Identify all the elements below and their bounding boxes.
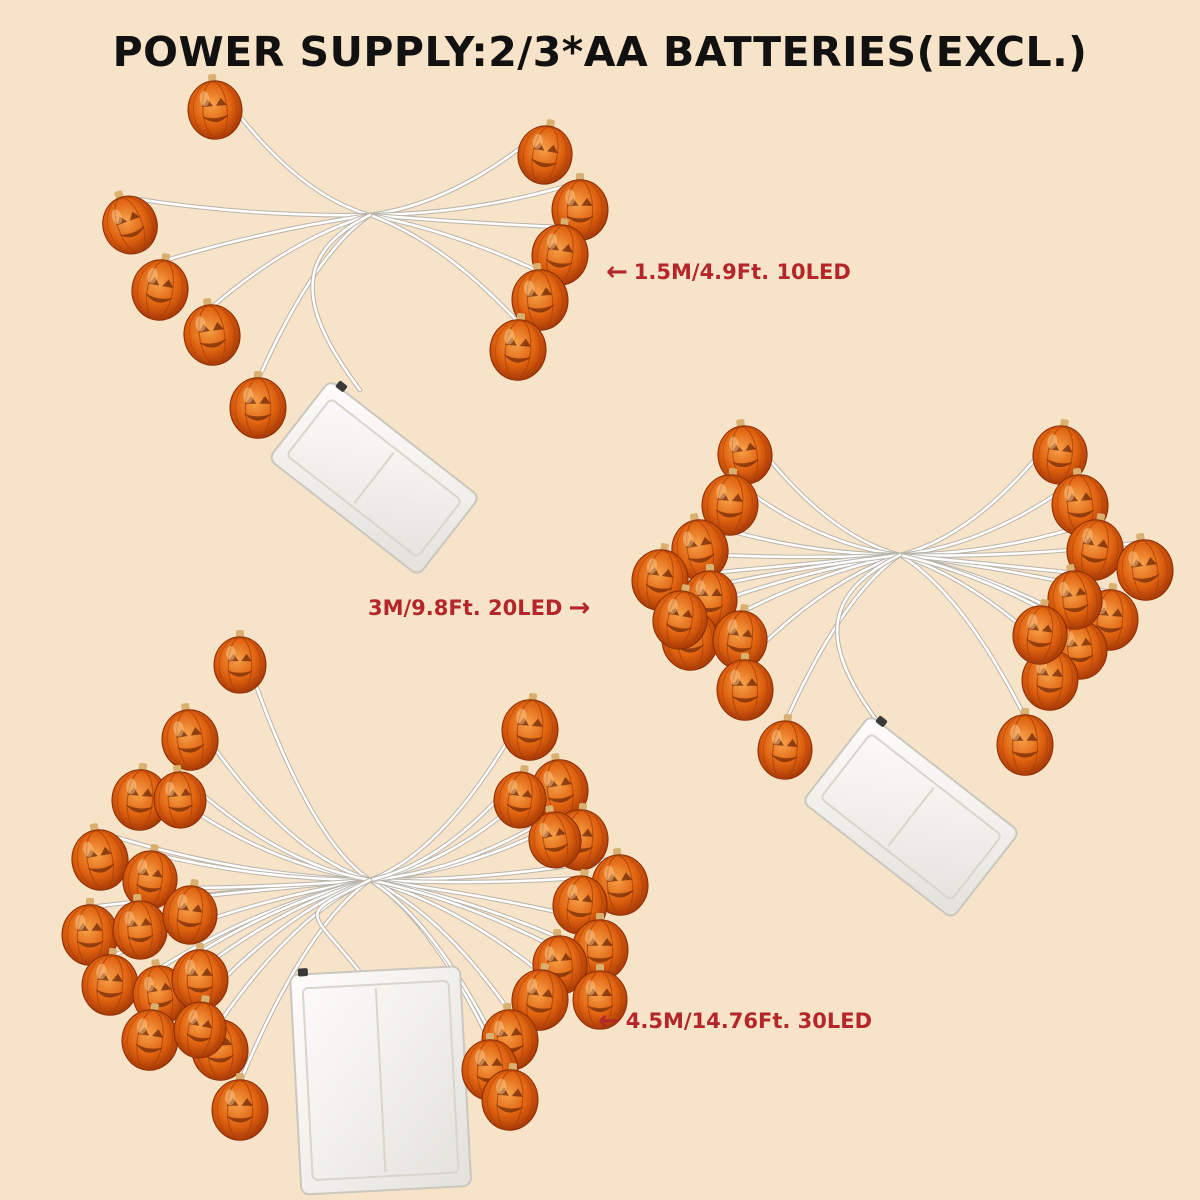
- battery-box: [289, 965, 472, 1196]
- pumpkin-led: [489, 312, 547, 381]
- pumpkin-led: [552, 869, 608, 935]
- wire: [898, 553, 1027, 719]
- pumpkin-led: [187, 73, 243, 140]
- pumpkin-led: [652, 584, 708, 650]
- string-label-text: 4.5M/14.76Ft. 30LED: [625, 1009, 873, 1033]
- pumpkin-led: [757, 713, 813, 780]
- wire: [158, 213, 372, 264]
- pumpkin-led: [71, 823, 129, 891]
- pumpkin-led: [701, 467, 759, 536]
- page-title: POWER SUPPLY:2/3*AA BATTERIES(EXCL.): [112, 28, 1088, 76]
- wire: [316, 878, 372, 987]
- pumpkin-led: [131, 253, 189, 321]
- pumpkin-led: [173, 995, 227, 1059]
- battery-box: [804, 716, 1018, 917]
- string-label-30led: ← 4.5M/14.76Ft. 30LED: [598, 1008, 872, 1034]
- pumpkin-led: [501, 692, 559, 761]
- pumpkin-led: [229, 371, 287, 439]
- wire: [368, 180, 582, 217]
- switch-icon: [875, 716, 888, 727]
- pumpkin-led: [1012, 599, 1068, 665]
- wire: [783, 553, 902, 725]
- wire: [836, 553, 902, 727]
- wire: [148, 851, 372, 882]
- string-label-20led: 3M/9.8Ft. 20LED →: [368, 595, 590, 621]
- arrow-left-icon: ←: [598, 1006, 620, 1036]
- arrow-right-icon: →: [568, 593, 591, 623]
- pumpkin-led: [112, 893, 168, 960]
- pumpkin-led: [528, 805, 582, 869]
- switch-icon: [335, 381, 348, 392]
- wire: [898, 553, 1077, 575]
- pumpkin-led: [161, 703, 219, 771]
- pumpkin-led: [671, 513, 729, 581]
- pumpkin-led: [211, 1073, 269, 1141]
- string-label-text: 3M/9.8Ft. 20LED: [368, 596, 563, 620]
- pumpkin-led: [162, 879, 218, 945]
- pumpkin-led: [121, 1003, 179, 1071]
- wire: [210, 213, 372, 309]
- pumpkin-led: [183, 298, 241, 366]
- pumpkin-led: [61, 898, 119, 966]
- pumpkin-led: [572, 964, 628, 1030]
- pumpkin-led: [111, 762, 169, 831]
- pumpkin-led: [153, 764, 207, 829]
- string-label-10led: ← 1.5M/4.9Ft. 10LED: [606, 259, 851, 285]
- wire: [238, 878, 372, 1084]
- pumpkin-led: [213, 630, 267, 694]
- wire: [368, 213, 542, 274]
- wire: [311, 213, 372, 392]
- battery-box: [270, 381, 478, 574]
- arrow-left-icon: ←: [606, 257, 628, 287]
- pumpkin-led: [716, 653, 774, 721]
- pumpkin-led: [1116, 533, 1174, 601]
- pumpkin-led: [511, 262, 569, 331]
- wire: [368, 126, 547, 217]
- pumpkin-led: [712, 604, 768, 670]
- wire: [368, 213, 562, 229]
- pumpkin-led: [996, 708, 1054, 776]
- wire: [128, 196, 372, 217]
- pumpkin-led: [517, 119, 573, 185]
- wire: [368, 878, 512, 1014]
- string-label-text: 1.5M/4.9Ft. 10LED: [633, 260, 851, 284]
- pumpkin-led: [102, 190, 158, 255]
- wire: [368, 213, 520, 324]
- pumpkin-led: [493, 765, 547, 829]
- pumpkin-led: [1021, 642, 1079, 711]
- wire: [898, 553, 1042, 610]
- wire: [898, 475, 1082, 557]
- switch-icon: [297, 968, 308, 977]
- pumpkin-led: [481, 1062, 539, 1131]
